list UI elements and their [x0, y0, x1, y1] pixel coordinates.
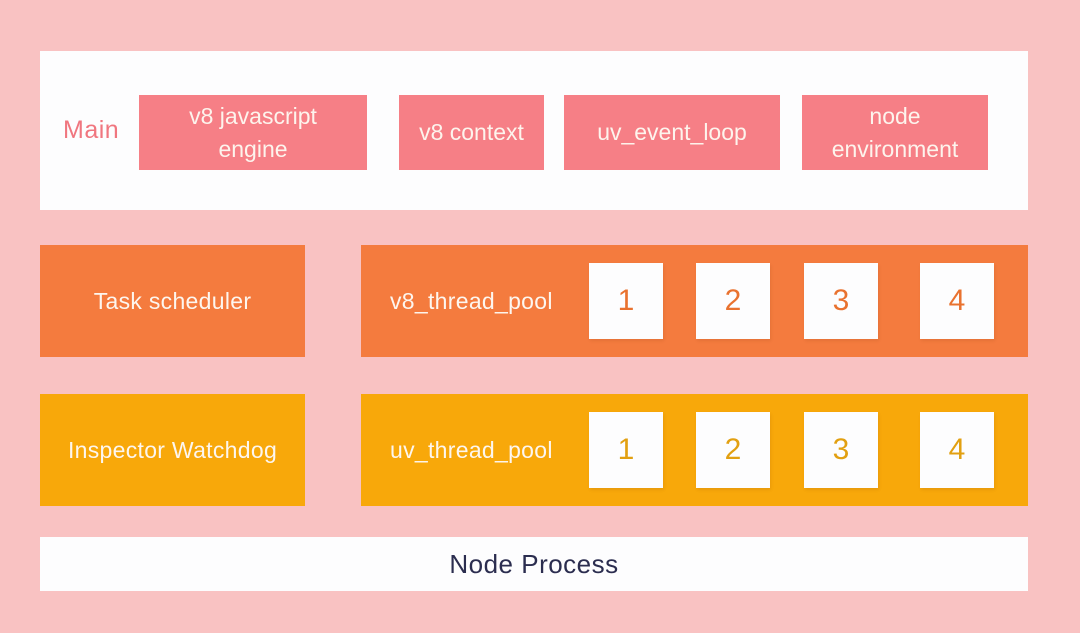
box-uv-event-loop: uv_event_loop	[564, 95, 780, 170]
thread-square: 4	[920, 263, 994, 339]
box-label-line: v8 javascript	[189, 102, 317, 129]
box-task-scheduler: Task scheduler	[40, 245, 305, 357]
thread-square: 2	[696, 412, 770, 488]
panel-v8-thread-pool: v8_thread_pool 1 2 3 4	[361, 245, 1028, 357]
pool-label: v8_thread_pool	[390, 287, 553, 314]
thread-square: 1	[589, 412, 663, 488]
node-process-bar: Node Process	[40, 537, 1028, 591]
box-label-line: v8 context	[419, 119, 524, 145]
box-v8-context: v8 context	[399, 95, 544, 170]
thread-square: 2	[696, 263, 770, 339]
main-thread-panel: Main v8 javascript engine v8 context uv_…	[40, 51, 1028, 210]
thread-square: 3	[804, 263, 878, 339]
box-node-environment: node environment	[802, 95, 988, 170]
box-v8-javascript-engine: v8 javascript engine	[139, 95, 367, 170]
thread-square: 1	[589, 263, 663, 339]
box-label-line: environment	[831, 135, 959, 162]
v8-thread-pool-row: Task scheduler v8_thread_pool 1 2 3 4	[0, 245, 1080, 357]
thread-square: 4	[920, 412, 994, 488]
panel-uv-thread-pool: uv_thread_pool 1 2 3 4	[361, 394, 1028, 506]
pool-label: uv_thread_pool	[390, 436, 553, 463]
box-label-line: uv_event_loop	[597, 119, 747, 145]
thread-square: 3	[804, 412, 878, 488]
box-label-line: engine	[218, 135, 288, 162]
box-inspector-watchdog: Inspector Watchdog	[40, 394, 305, 506]
box-label-line: node	[869, 102, 921, 129]
main-thread-label: Main	[63, 116, 120, 144]
uv-thread-pool-row: Inspector Watchdog uv_thread_pool 1 2 3 …	[0, 394, 1080, 506]
